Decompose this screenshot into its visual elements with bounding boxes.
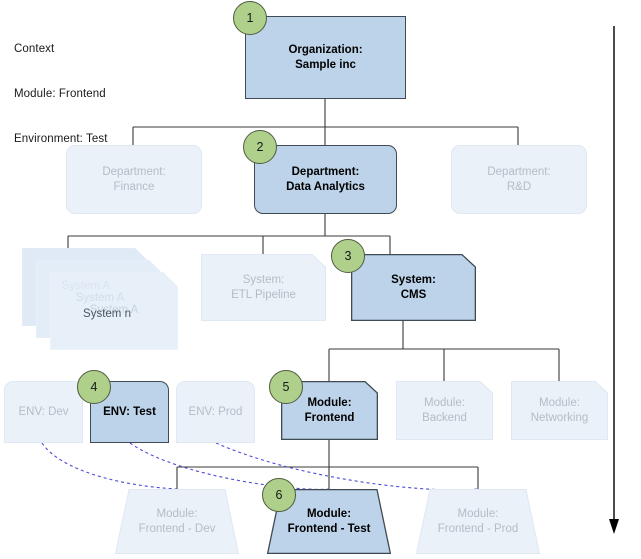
trapezoid-shape xyxy=(267,489,391,554)
step-badge-3[interactable]: 3 xyxy=(331,239,365,273)
context-title: Context xyxy=(14,43,55,55)
node-module-frontend-prod[interactable]: Module: Frontend - Prod xyxy=(416,489,540,554)
trapezoid-shape xyxy=(115,489,239,554)
step-badge-3-label: 3 xyxy=(344,249,352,263)
dashed-test-to-instance-test xyxy=(129,442,330,490)
node-department-finance-label: Department: Finance xyxy=(102,166,166,193)
context-module: Module: Frontend xyxy=(14,88,106,100)
node-organization-label: Organization: Sample inc xyxy=(288,44,363,71)
node-department-finance[interactable]: Department: Finance xyxy=(66,145,202,214)
system-shape xyxy=(50,272,178,350)
module-shape xyxy=(511,381,608,440)
node-env-dev[interactable]: ENV: Dev xyxy=(4,381,83,443)
node-department-rnd-label: Department: R&D xyxy=(487,166,551,193)
trapezoid-shape xyxy=(416,489,540,554)
node-env-prod-label: ENV: Prod xyxy=(188,405,243,418)
node-env-test-label: ENV: Test xyxy=(103,405,156,418)
node-module-backend[interactable]: Module: Backend xyxy=(396,381,493,440)
node-system-stack-n[interactable]: System n xyxy=(43,269,171,347)
node-system-cms[interactable]: System: CMS xyxy=(351,254,476,321)
step-badge-2[interactable]: 2 xyxy=(243,130,277,164)
dashed-prod-to-instance-prod xyxy=(215,442,479,491)
step-badge-6-label: 6 xyxy=(275,488,283,502)
node-system-stack-3-label: System A xyxy=(89,304,139,316)
step-badge-5-label: 5 xyxy=(282,380,290,394)
node-system-stack-1-label: System A xyxy=(61,280,111,292)
step-badge-4[interactable]: 4 xyxy=(77,370,111,404)
context-environment: Environment: Test xyxy=(14,133,108,145)
node-module-networking[interactable]: Module: Networking xyxy=(511,381,608,440)
dashed-dev-to-instance-dev xyxy=(41,442,178,490)
node-env-prod[interactable]: ENV: Prod xyxy=(176,381,255,443)
node-system-stack-3[interactable]: System A xyxy=(50,272,178,350)
step-badge-5[interactable]: 5 xyxy=(269,370,303,404)
node-department-data-analytics-label: Department: Data Analytics xyxy=(286,166,365,193)
node-department-data-analytics[interactable]: Department: Data Analytics xyxy=(254,145,397,214)
drill-down-arrow xyxy=(609,26,619,534)
node-department-rnd[interactable]: Department: R&D xyxy=(451,145,587,214)
module-shape xyxy=(281,381,378,440)
step-badge-1-label: 1 xyxy=(246,11,254,25)
step-badge-2-label: 2 xyxy=(256,140,264,154)
system-shape xyxy=(351,254,476,321)
node-env-dev-label: ENV: Dev xyxy=(18,405,69,418)
context-legend: Context Module: Frontend Environment: Te… xyxy=(14,12,108,177)
step-badge-4-label: 4 xyxy=(90,380,98,394)
node-system-etl-pipeline[interactable]: System: ETL Pipeline xyxy=(201,254,326,321)
env-instance-association-group xyxy=(41,442,479,491)
system-shape xyxy=(201,254,326,321)
node-module-frontend-dev[interactable]: Module: Frontend - Dev xyxy=(115,489,239,554)
node-system-stack-n-label: System n xyxy=(83,308,131,320)
step-badge-6[interactable]: 6 xyxy=(262,478,296,512)
node-system-stack-2-label: System A xyxy=(75,292,125,304)
node-organization[interactable]: Organization: Sample inc xyxy=(245,16,406,99)
module-shape xyxy=(396,381,493,440)
step-badge-1[interactable]: 1 xyxy=(233,1,267,35)
